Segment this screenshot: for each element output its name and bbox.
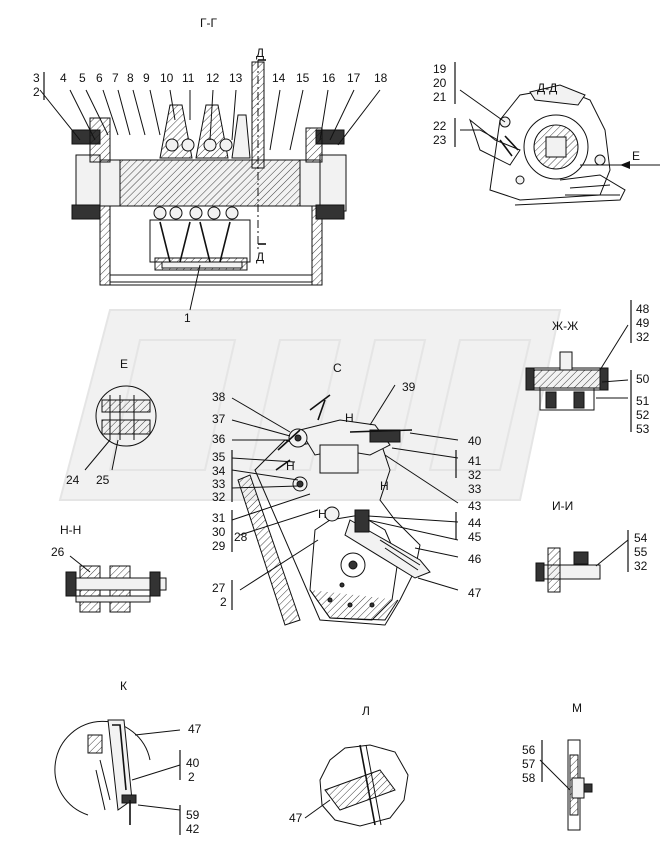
central-assembly-view [231, 384, 459, 626]
part-label: 34 [212, 464, 226, 478]
part-label: 26 [51, 545, 65, 559]
part-label: 2 [33, 85, 40, 99]
part-label: 29 [212, 539, 226, 553]
part-label: 36 [212, 432, 226, 446]
part-label: 32 [468, 468, 482, 482]
part-label: 35 [212, 450, 226, 464]
part-label: 3 [33, 71, 40, 85]
section-dd-view [459, 84, 660, 206]
part-label: 22 [433, 119, 447, 133]
part-label: 1 [184, 311, 191, 325]
part-label: 43 [468, 499, 482, 513]
part-label: 2 [188, 770, 195, 784]
detail-e-view [84, 385, 157, 471]
part-label: 25 [96, 473, 110, 487]
part-label: 38 [212, 390, 226, 404]
part-label: 40 [186, 756, 200, 770]
part-label: 2 [220, 595, 227, 609]
part-label: 39 [402, 380, 416, 394]
part-label: 51 [636, 394, 650, 408]
part-label: 21 [433, 90, 447, 104]
detail-k-view [54, 719, 181, 825]
part-label: 45 [468, 530, 482, 544]
part-label: 12 [206, 71, 220, 85]
part-label: 23 [433, 133, 447, 147]
section-title-k: К [120, 679, 127, 693]
cut-mark-e-arrow: Е [632, 149, 640, 163]
part-label: 6 [96, 71, 103, 85]
detail-l-view [304, 744, 409, 827]
part-label: 49 [636, 316, 650, 330]
section-title-gg: Г-Г [200, 16, 217, 30]
part-label: 37 [212, 412, 226, 426]
part-label: 56 [522, 743, 536, 757]
section-title-ii: И-И [552, 499, 573, 513]
part-label: 32 [636, 330, 650, 344]
part-label: 10 [160, 71, 174, 85]
part-label: 4 [60, 71, 67, 85]
part-label: 18 [374, 71, 388, 85]
part-label: 28 [234, 530, 248, 544]
section-title-dd: Д-Д [537, 81, 557, 95]
section-title-zhzh: Ж-Ж [552, 319, 578, 333]
part-label: 52 [636, 408, 650, 422]
section-title-m: М [572, 701, 582, 715]
part-label: 15 [296, 71, 310, 85]
part-label: 46 [468, 552, 482, 566]
section-title-c: С [333, 361, 342, 375]
part-label: 20 [433, 76, 447, 90]
part-label: 30 [212, 525, 226, 539]
part-label: 50 [636, 372, 650, 386]
part-label: 13 [229, 71, 243, 85]
section-title-l: Л [362, 704, 370, 718]
part-label: 33 [212, 477, 226, 491]
part-label: 31 [212, 511, 226, 525]
bracket-bars [43, 62, 632, 835]
part-label: 41 [468, 454, 482, 468]
part-label: 19 [433, 62, 447, 76]
section-title-e: Е [120, 357, 128, 371]
section-title-nn: Н-Н [60, 523, 81, 537]
part-label: 32 [634, 559, 648, 573]
part-label: 27 [212, 581, 226, 595]
cut-mark-d-top: Д [256, 46, 264, 60]
part-label: 11 [182, 71, 195, 85]
section-gg-view [39, 59, 381, 311]
part-label: 8 [127, 71, 134, 85]
part-label: 17 [347, 71, 361, 85]
part-label: 47 [289, 811, 303, 825]
part-label: 5 [79, 71, 86, 85]
part-label: 42 [186, 822, 200, 836]
part-label: 55 [634, 545, 648, 559]
part-label: 40 [468, 434, 482, 448]
part-label: 47 [188, 722, 202, 736]
section-nn-view [65, 555, 167, 613]
section-zhzh-view [525, 324, 629, 411]
part-label: 33 [468, 482, 482, 496]
part-label: 48 [636, 302, 650, 316]
part-label: 47 [468, 586, 482, 600]
detail-m-view [539, 739, 593, 831]
part-label: 59 [186, 808, 200, 822]
cut-mark-d-bottom: Д [256, 250, 264, 264]
part-label: 54 [634, 531, 648, 545]
part-label: 58 [522, 771, 536, 785]
cut-mark-n4: Н [318, 507, 327, 521]
cut-mark-n1: Н [345, 411, 354, 425]
part-label: 7 [112, 71, 119, 85]
section-ii-view [535, 539, 629, 593]
cut-mark-n2: Н [286, 459, 295, 473]
part-label: 53 [636, 422, 650, 436]
part-labels: 3 2 4 5 6 7 8 9 10 11 12 13 14 15 16 17 … [33, 62, 650, 836]
part-label: 16 [322, 71, 336, 85]
part-label: 24 [66, 473, 80, 487]
cut-mark-n3: Н [380, 479, 389, 493]
watermark: OPEX [58, 309, 562, 501]
part-label: 44 [468, 516, 482, 530]
part-label: 57 [522, 757, 536, 771]
part-label: 32 [212, 490, 226, 504]
part-label: 9 [143, 71, 150, 85]
part-label: 14 [272, 71, 286, 85]
